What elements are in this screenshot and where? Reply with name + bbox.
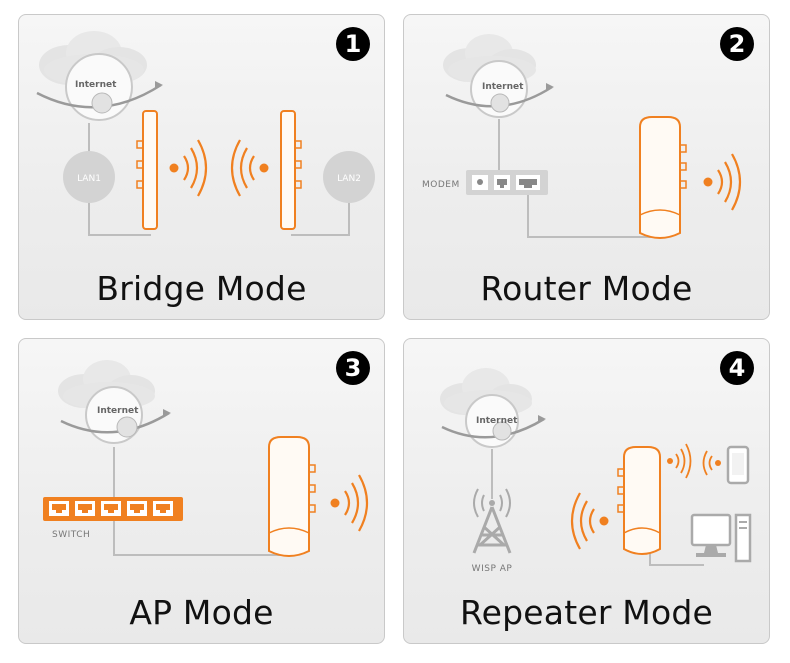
- step-number-badge: 3: [336, 351, 370, 385]
- step-number-badge: 2: [720, 27, 754, 61]
- modem-label: MODEM: [422, 180, 460, 190]
- ap-mode-diagram: Internet SWITCH: [43, 360, 369, 557]
- panel-title: Router Mode: [480, 269, 693, 308]
- panel-bridge-mode: Internet LAN1 LAN2: [18, 14, 385, 320]
- lan2-circle: [323, 151, 375, 203]
- cpe-device-icon: [280, 110, 302, 230]
- cpe-device-icon: [136, 110, 158, 230]
- cloud-icon: [440, 368, 532, 416]
- router-mode-diagram: Internet MODEM: [422, 34, 742, 239]
- globe-icon: Internet: [441, 394, 546, 448]
- lan2-label: LAN2: [337, 174, 361, 184]
- internet-label: Internet: [75, 80, 117, 90]
- cpe-device-icon: [617, 446, 661, 555]
- wisp-ap-label: WISP AP: [472, 564, 513, 574]
- panel-router-mode: Internet MODEM 2 Router Mode: [403, 14, 770, 320]
- panel-title: Repeater Mode: [459, 593, 714, 632]
- step-number-badge: 4: [720, 351, 754, 385]
- wifi-signal-icon: [169, 139, 208, 197]
- panel-repeater-mode: Internet WISP AP: [403, 338, 770, 644]
- step-number-badge: 1: [336, 27, 370, 61]
- modem-icon: [466, 170, 548, 195]
- wifi-signal-icon: [667, 443, 692, 479]
- panel-ap-mode: Internet SWITCH: [18, 338, 385, 644]
- internet-label: Internet: [476, 416, 518, 426]
- panel-title: Bridge Mode: [96, 269, 307, 308]
- globe-icon: Internet: [60, 386, 171, 444]
- internet-label: Internet: [482, 82, 524, 92]
- switch-icon: [43, 497, 183, 521]
- wifi-signal-icon: [702, 450, 721, 476]
- cpe-device-icon: [268, 436, 316, 557]
- wifi-signal-icon: [330, 474, 369, 532]
- lan1-circle: [63, 151, 115, 203]
- switch-label: SWITCH: [52, 530, 90, 540]
- wifi-signal-icon: [703, 153, 742, 211]
- wifi-signal-icon: [230, 139, 269, 197]
- wifi-signal-icon: [570, 492, 609, 550]
- panel-title: AP Mode: [129, 593, 274, 632]
- bridge-mode-diagram: Internet LAN1 LAN2: [36, 31, 375, 236]
- internet-label: Internet: [97, 406, 139, 416]
- repeater-mode-diagram: Internet WISP AP: [440, 368, 752, 574]
- wisp-tower-icon: [472, 488, 512, 554]
- cpe-device-icon: [639, 116, 687, 239]
- lan1-label: LAN1: [77, 174, 101, 184]
- globe-icon: Internet: [36, 53, 163, 121]
- desktop-computer-icon: [690, 513, 752, 563]
- phone-icon: [726, 445, 750, 485]
- globe-icon: Internet: [445, 60, 554, 118]
